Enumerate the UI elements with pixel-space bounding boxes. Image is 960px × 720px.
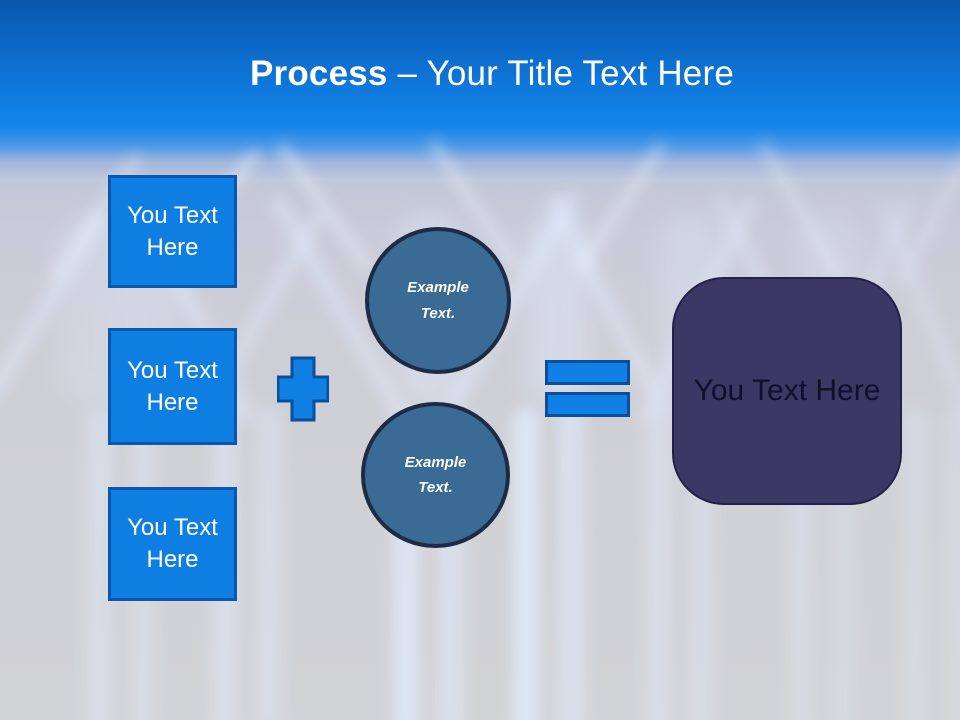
plus-icon [276,356,330,427]
silhouette-shape [513,408,539,720]
silhouette-shape [558,408,584,720]
silhouette-shape [256,408,282,720]
result-box: You Text Here [672,277,902,505]
example-circle-2-line2: Text. [418,479,453,496]
input-box-1: You Text Here [108,175,237,288]
example-circle-1-line1: Example [407,279,469,297]
silhouette-shape [894,144,960,287]
silhouette-shape [0,209,112,431]
silhouette-shape [756,139,844,280]
example-circle-1: Example Text. [365,227,511,374]
silhouette-shape [275,141,375,274]
silhouette-shape [572,140,668,275]
equals-icon [545,392,630,417]
input-box-3: You Text Here [108,487,237,601]
silhouette-shape [944,408,960,720]
input-box-2-label: You Text Here [127,356,218,416]
equals-icon [545,360,630,385]
example-circle-2: Example Text. [361,402,510,548]
silhouette-shape [645,408,671,720]
example-circle-2-line1: Example [404,453,467,471]
result-box-label: You Text Here [693,374,881,407]
title-regular-part: – Your Title Text Here [397,54,734,93]
input-box-1-label: You Text Here [127,201,218,261]
input-box-2: You Text Here [108,328,237,445]
example-circle-1-line2: Text. [420,304,456,322]
silhouette-shape [902,408,928,720]
title-bold-part: Process [249,54,388,93]
slide-title: Process – Your Title Text Here [12,54,960,94]
input-box-3-label: You Text Here [127,514,218,573]
